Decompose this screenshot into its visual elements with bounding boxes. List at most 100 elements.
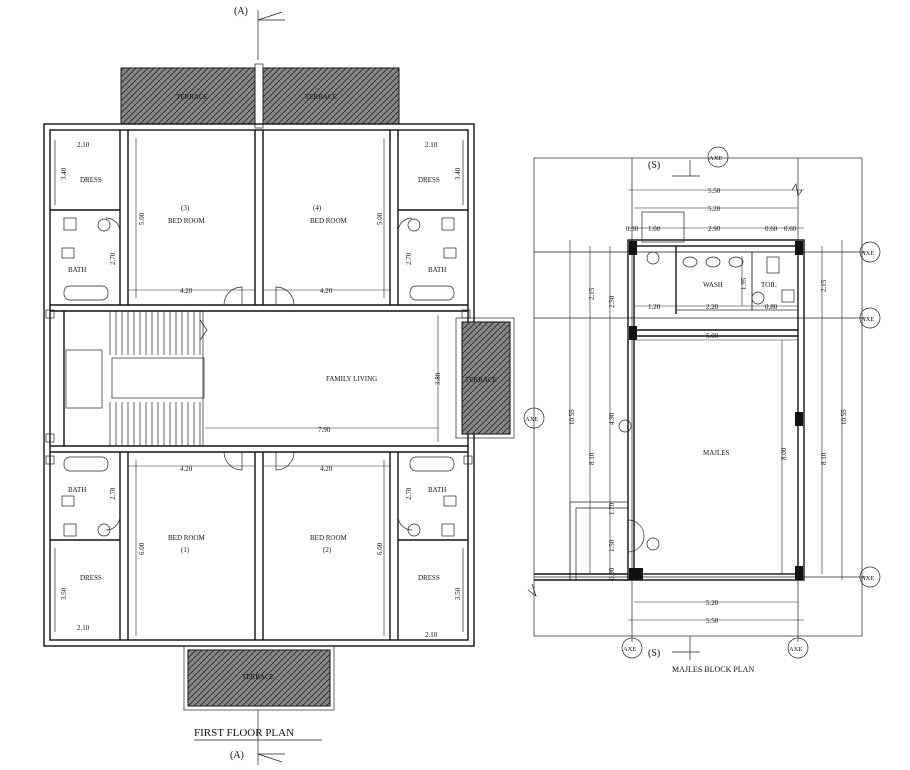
- svg-text:AXE: AXE: [709, 155, 722, 162]
- majles-block-plan: AXE AXE AXE AXE AXE AXE AXE (S) (S): [523, 146, 881, 674]
- door-bed3: [223, 286, 243, 306]
- bath-label-lr: BATH: [428, 486, 446, 494]
- dim-810-right: 8.10: [820, 452, 828, 465]
- dim-l-350-left: 3.50: [60, 587, 68, 600]
- dim-550-bottom: 5.50: [706, 617, 719, 625]
- door-swing-lr: [397, 515, 413, 531]
- svg-text:AXE: AXE: [525, 416, 538, 423]
- dim-ul-210: 2.10: [77, 141, 90, 149]
- bath-label-ul: BATH: [68, 266, 86, 274]
- dim-215-left: 2.15: [588, 287, 596, 300]
- first-floor-plan: (A) TERRACE TERRACE: [43, 6, 515, 765]
- section-s-top: (S): [648, 160, 660, 171]
- dim-u-420-right: 4.20: [320, 287, 333, 295]
- door-swing-ul: [105, 217, 121, 233]
- dim-380: 3.80: [434, 372, 442, 385]
- terrace-top-left-label: TERRACE: [176, 93, 208, 101]
- dim-l-420-left: 4.20: [180, 465, 193, 473]
- dim-520-bottom: 5.20: [706, 599, 719, 607]
- dim-u-500-right: 5.00: [376, 212, 384, 225]
- toilet-ul: [61, 247, 75, 259]
- dim-215-right: 2.15: [820, 279, 828, 292]
- dress-label-ur: DRESS: [418, 176, 440, 184]
- svg-text:AXE: AXE: [861, 316, 874, 323]
- dim-l-350-right: 3.50: [454, 587, 462, 600]
- svg-text:AXE: AXE: [623, 646, 636, 653]
- dim-1055-left: 10.55: [568, 409, 576, 425]
- terrace-bottom-label: TERRACE: [242, 673, 274, 681]
- dim-790: 7.90: [318, 426, 331, 434]
- dim-u-270-right: 2.70: [405, 252, 413, 265]
- inner-wall: [49, 129, 469, 641]
- wc-tag-4: [646, 537, 660, 551]
- section-cut-line-bottom: [257, 710, 285, 765]
- terrace-bottom: [187, 649, 331, 707]
- majles-label: MAJLES: [703, 449, 730, 457]
- terrace-top-right-label: TERRACE: [305, 93, 337, 101]
- wc-tag-ur: [407, 218, 421, 232]
- stair-landing: [65, 349, 103, 409]
- majles-inner-wall: [633, 245, 799, 575]
- first-floor-title: FIRST FLOOR PLAN: [194, 727, 294, 739]
- bathtub-lr: [409, 456, 455, 472]
- dim-120: 1.20: [648, 303, 661, 311]
- outer-wall: [43, 123, 475, 647]
- bathtub-ll: [63, 456, 109, 472]
- dim-250: 2.50: [608, 295, 616, 308]
- dim-ll-210: 2.10: [77, 624, 90, 632]
- dim-1055-right: 10.55: [840, 409, 848, 425]
- break-mark: [527, 583, 537, 597]
- terrace-right-label: TERRACE: [465, 376, 497, 384]
- dim-090: 0.90: [608, 567, 616, 580]
- bed-room-1-number: (1): [181, 546, 190, 554]
- stairs-lower: [109, 402, 201, 446]
- majles-title: MAJLES BLOCK PLAN: [672, 665, 754, 674]
- dim-490: 4.90: [608, 412, 616, 425]
- section-s-top-line: [672, 160, 700, 177]
- terrace-bottom-frame: [183, 645, 335, 711]
- toilet-lr: [443, 495, 457, 507]
- axe-bubble-right-3: AXE: [859, 566, 881, 588]
- wc-tag-2: [751, 291, 765, 305]
- stair-well: [111, 357, 205, 399]
- bed-room-2-label: BED ROOM: [310, 534, 348, 542]
- section-s-bottom-line: [672, 636, 700, 660]
- bath-label-ll: BATH: [68, 486, 86, 494]
- wc-tag-ul: [97, 218, 111, 232]
- axe-bubble-bottom-right: AXE: [787, 637, 809, 659]
- dim-030-left: 0.30: [626, 225, 639, 233]
- sink-ll: [63, 523, 77, 537]
- terrace-top-left: [120, 67, 256, 125]
- bed-room-3-label: BED ROOM: [168, 217, 206, 225]
- dim-u-270-left: 2.70: [109, 252, 117, 265]
- wc-tag-lr: [407, 523, 421, 537]
- axe-bubble-top: AXE: [707, 146, 729, 168]
- dim-l-420-right: 4.20: [320, 465, 333, 473]
- section-mark-bottom: (A): [230, 750, 244, 761]
- dim-060-b: 0.60: [784, 225, 797, 233]
- wc-tag-ll: [97, 523, 111, 537]
- bed-room-1-label: BED ROOM: [168, 534, 206, 542]
- sink-lr: [441, 523, 455, 537]
- bed-room-4-label: BED ROOM: [310, 217, 348, 225]
- dim-u-420-left: 4.20: [180, 287, 193, 295]
- majles-boundary: [533, 157, 863, 637]
- door-bed2: [275, 451, 295, 471]
- bath-label-ur: BATH: [428, 266, 446, 274]
- toilet-area: [751, 251, 799, 311]
- dim-l-600-left: 6.00: [138, 542, 146, 555]
- axe-bubble-left: AXE: [523, 407, 545, 429]
- dim-290: 2.90: [708, 225, 721, 233]
- dim-lr-210: 2.10: [425, 631, 438, 639]
- door-bed1: [223, 451, 243, 471]
- door-swing-ll: [105, 515, 121, 531]
- toilet-sink: [781, 289, 795, 303]
- dim-800: 8.00: [780, 447, 788, 460]
- axe-bubble-bottom-left: AXE: [621, 637, 643, 659]
- bed-room-3-number: (3): [181, 204, 190, 212]
- entrance-porch: [569, 501, 628, 580]
- dim-u-500-left: 5.00: [138, 212, 146, 225]
- section-cut-line-top: [257, 10, 285, 60]
- svg-text:AXE: AXE: [861, 250, 874, 257]
